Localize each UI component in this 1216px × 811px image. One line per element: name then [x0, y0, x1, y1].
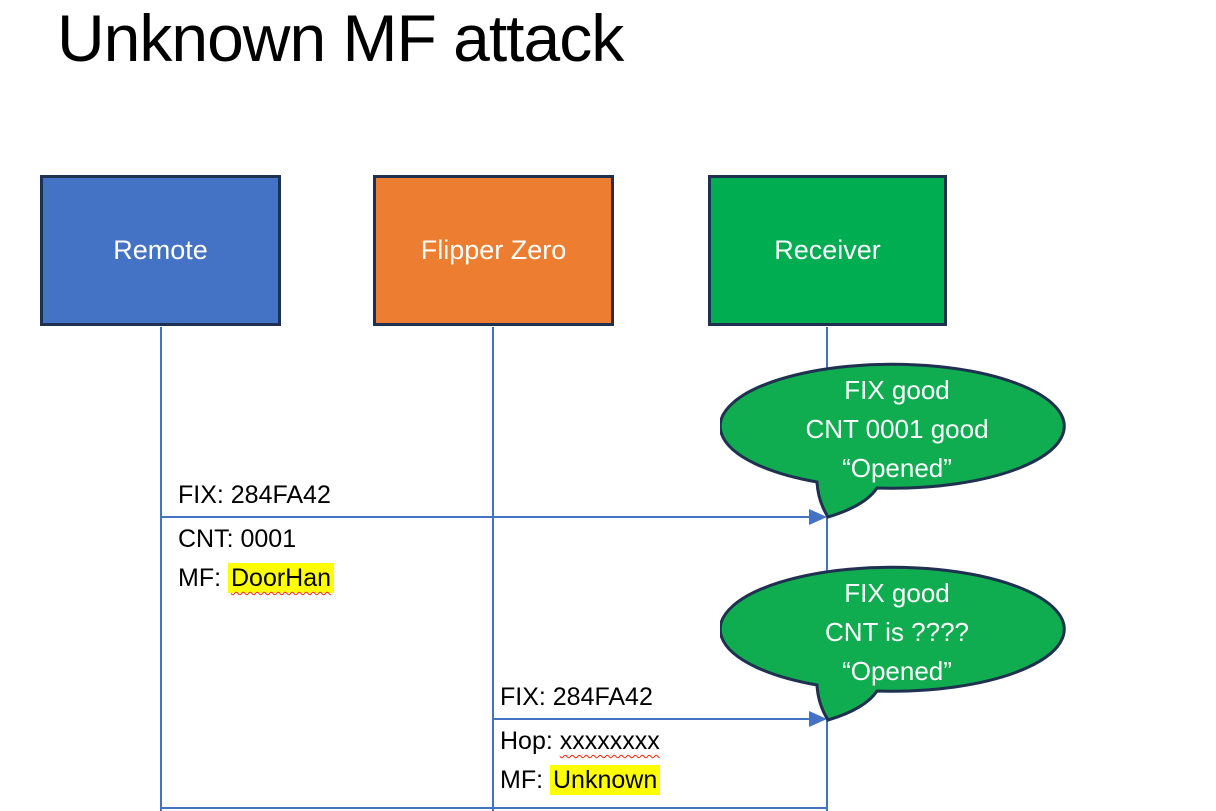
message2-hop-line: Hop: xxxxxxxx — [500, 722, 660, 761]
actor-box-receiver: Receiver — [708, 175, 947, 326]
message1-labels-below: CNT: 0001 MF: DoorHan — [178, 520, 335, 598]
message2-hop-prefix: Hop: — [500, 727, 560, 755]
speech-bubble-1-text: FIX good CNT 0001 good “Opened” — [730, 368, 1064, 490]
message2-hop-value-wavy: xxxxxxxx — [559, 727, 660, 755]
speech-bubble-2-shape — [720, 565, 1066, 722]
bubble2-line3: “Opened” — [842, 655, 952, 686]
actor-box-flipper-zero: Flipper Zero — [373, 175, 614, 326]
actor-box-remote: Remote — [40, 175, 281, 326]
message1-mf-line: MF: DoorHan — [178, 559, 335, 598]
message1-arrow-line — [161, 516, 809, 518]
message1-cnt-text: CNT: 0001 — [178, 525, 297, 553]
bubble1-line3: “Opened” — [842, 452, 952, 483]
actor-label-receiver: Receiver — [774, 235, 881, 265]
actor-label-flipper-zero: Flipper Zero — [420, 235, 567, 265]
message2-mf-prefix: MF: — [500, 766, 550, 794]
message1-mf-value-highlighted: DoorHan — [228, 563, 335, 593]
message2-label-above: FIX: 284FA42 — [500, 678, 653, 717]
message1-arrowhead-icon — [809, 509, 827, 525]
message2-mf-line: MF: Unknown — [500, 761, 661, 800]
speech-bubble-2-text: FIX good CNT is ???? “Opened” — [730, 571, 1064, 693]
message2-arrowhead-icon — [809, 711, 827, 727]
message2-arrow-line — [493, 718, 809, 720]
message2-mf-value-highlighted: Unknown — [550, 765, 661, 795]
message1-label-above: FIX: 284FA42 — [178, 476, 331, 515]
bubble2-line1: FIX good — [844, 577, 950, 608]
bubble1-line1: FIX good — [844, 374, 950, 405]
message1-fix-text: FIX: 284FA42 — [178, 481, 331, 509]
speech-bubble-1 — [720, 362, 1066, 519]
speech-bubble-2 — [720, 565, 1066, 722]
message3-partial-line — [161, 807, 827, 809]
lifeline-receiver — [826, 327, 828, 811]
message1-mf-prefix: MF: — [178, 564, 228, 592]
message2-labels-below: Hop: xxxxxxxx MF: Unknown — [500, 722, 661, 800]
speech-bubble-1-shape — [720, 362, 1066, 519]
bubble1-line2: CNT 0001 good — [805, 413, 989, 444]
message2-fix-text: FIX: 284FA42 — [500, 683, 653, 711]
actor-label-remote: Remote — [113, 235, 208, 265]
bubble2-line2: CNT is ???? — [824, 616, 970, 647]
lifeline-remote — [160, 327, 162, 811]
lifeline-flipper-zero — [492, 327, 494, 811]
page-title: Unknown MF attack — [57, 1, 624, 75]
